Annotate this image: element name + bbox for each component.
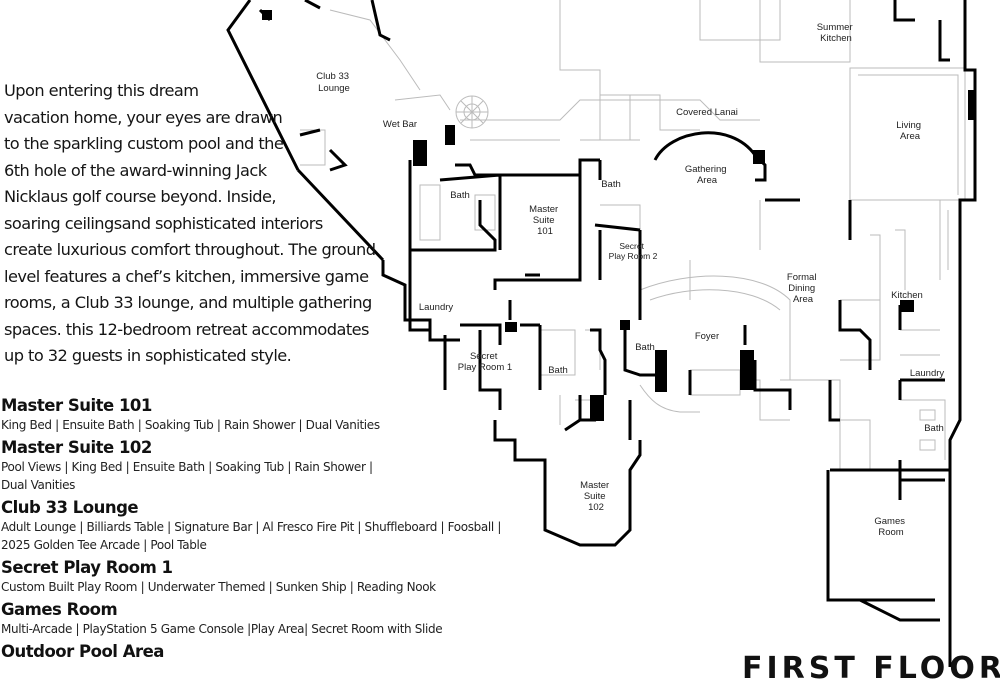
label-bath-ms101: Bath xyxy=(450,190,470,201)
feature-details-master-suite-101: King Bed | Ensuite Bath | Soaking Tub | … xyxy=(1,418,380,432)
intro-line: Nicklaus golf course beyond. Inside, xyxy=(4,187,277,206)
feature-details-master-suite-102: Pool Views | King Bed | Ensuite Bath | S… xyxy=(1,460,373,492)
label-covered-lanai: Covered Lanai xyxy=(676,107,738,118)
intro-line: vacation home, your eyes are drawn xyxy=(4,107,283,127)
thin-lines xyxy=(300,0,966,470)
feature-details-secret-play-room-1: Custom Built Play Room | Underwater Them… xyxy=(1,580,436,594)
intro-line: to the sparkling custom pool and the xyxy=(4,134,284,153)
label-laundry-right: Laundry xyxy=(910,368,945,379)
feature-title-master-suite-101: Master Suite 101 xyxy=(1,396,152,415)
intro-line: up to 32 guests in sophisticated style. xyxy=(4,346,292,365)
label-foyer: Foyer xyxy=(695,331,719,342)
intro-line: level features a chef’s kitchen, immersi… xyxy=(4,266,369,286)
label-secret-play-room-1: Secret Play Room 1 xyxy=(458,351,512,373)
label-games-room: Games Room xyxy=(874,516,907,538)
room-labels: Summer Kitchen Club 33 Lounge Wet Bar Co… xyxy=(316,22,944,538)
label-gathering-area: Gathering Area xyxy=(685,164,729,186)
label-secret-play-room-2: Secret Play Room 2 xyxy=(609,241,658,261)
label-living-area: Living Area xyxy=(896,120,923,142)
label-wet-bar: Wet Bar xyxy=(383,119,417,130)
feature-title-games-room: Games Room xyxy=(1,600,118,619)
label-master-suite-102: Master Suite 102 xyxy=(580,480,612,513)
floor-title: FIRST FLOOR xyxy=(742,651,1000,686)
intro-line: spaces. this 12-bedroom retreat accommod… xyxy=(4,319,370,339)
feature-title-secret-play-room-1: Secret Play Room 1 xyxy=(1,558,173,577)
floor-plan: Summer Kitchen Club 33 Lounge Wet Bar Co… xyxy=(226,0,977,667)
intro-description: Upon entering this dream vacation home, … xyxy=(4,78,376,370)
intro-line: soaring ceilingsand sophisticated interi… xyxy=(4,213,323,233)
intro-line: 6th hole of the award-winning Jack xyxy=(4,160,267,180)
intro-line: rooms, a Club 33 lounge, and multiple ga… xyxy=(4,293,372,312)
intro-line: Upon entering this dream xyxy=(4,81,199,100)
wall-blocks xyxy=(262,10,976,421)
feature-title-outdoor-pool-area: Outdoor Pool Area xyxy=(1,642,164,661)
label-bath-upper: Bath xyxy=(601,179,621,190)
feature-details-games-room: Multi-Arcade | PlayStation 5 Game Consol… xyxy=(1,622,443,636)
feature-title-club33-lounge: Club 33 Lounge xyxy=(1,498,139,517)
label-master-suite-101: Master Suite 101 xyxy=(529,204,561,237)
label-summer-kitchen: Summer Kitchen xyxy=(817,22,856,44)
room-features-list: Master Suite 101 King Bed | Ensuite Bath… xyxy=(1,396,521,662)
label-club33-lounge: Club 33 Lounge xyxy=(316,71,351,94)
feature-title-master-suite-102: Master Suite 102 xyxy=(1,438,152,457)
label-kitchen: Kitchen xyxy=(891,290,923,301)
feature-details-club33-lounge: Adult Lounge | Billiards Table | Signatu… xyxy=(1,520,502,552)
label-bath-right: Bath xyxy=(924,423,944,434)
label-bath-foyer: Bath xyxy=(635,342,655,353)
label-laundry-left: Laundry xyxy=(419,302,454,313)
label-formal-dining-area: Formal Dining Area xyxy=(787,272,819,305)
intro-line: create luxurious comfort throughout. The… xyxy=(4,240,376,259)
label-bath-ms102: Bath xyxy=(548,365,568,376)
